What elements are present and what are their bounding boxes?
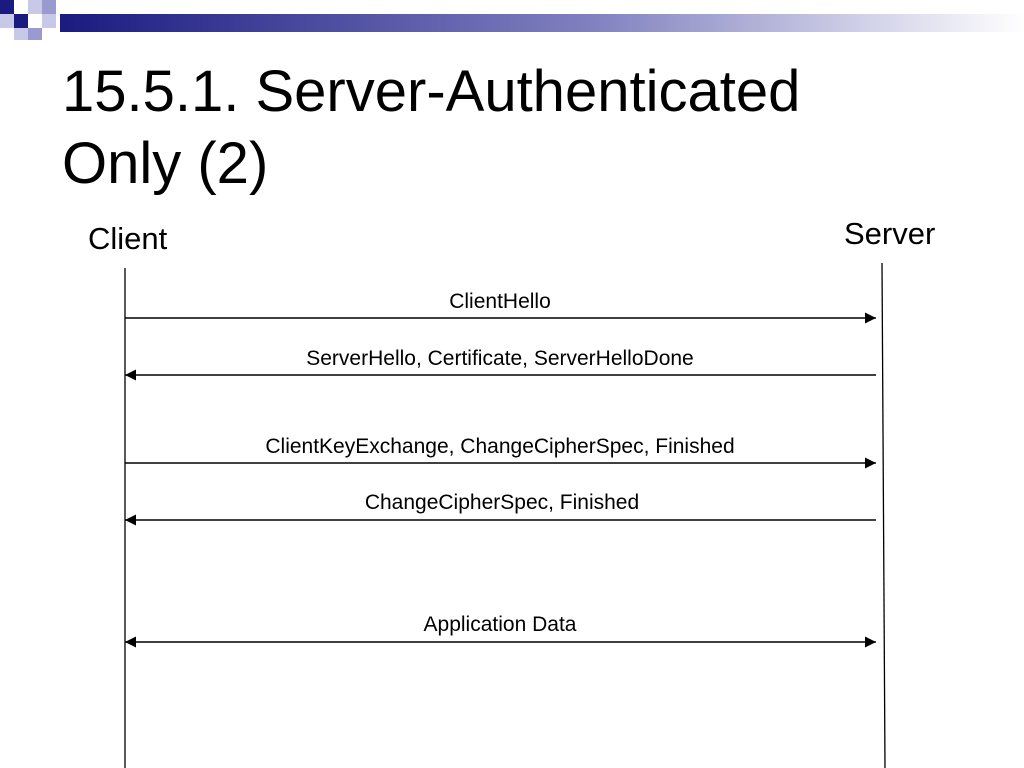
participant-client-label: Client	[88, 221, 168, 256]
header-gradient-band	[60, 14, 1024, 32]
message-label: Application Data	[424, 613, 577, 636]
slide-title: 15.5.1. Server-Authenticated Only (2)	[62, 56, 962, 200]
header-square	[0, 14, 14, 28]
slide-title-line2: Only (2)	[62, 131, 269, 196]
header-square	[28, 28, 42, 40]
message-label: ClientKeyExchange, ChangeCipherSpec, Fin…	[265, 435, 734, 458]
header-square	[14, 28, 28, 40]
header-square	[14, 14, 28, 28]
participant-server-label: Server	[844, 216, 936, 251]
message-label: ServerHello, Certificate, ServerHelloDon…	[306, 347, 694, 370]
header-square	[42, 0, 56, 14]
header-decoration	[0, 0, 1024, 40]
message-label: ClientHello	[449, 290, 551, 313]
header-square	[28, 0, 42, 14]
header-square	[0, 0, 14, 14]
header-square	[42, 14, 56, 28]
slide-title-line1: 15.5.1. Server-Authenticated	[62, 59, 801, 124]
server-lifeline	[881, 262, 886, 768]
message-label: ChangeCipherSpec, Finished	[365, 491, 639, 514]
